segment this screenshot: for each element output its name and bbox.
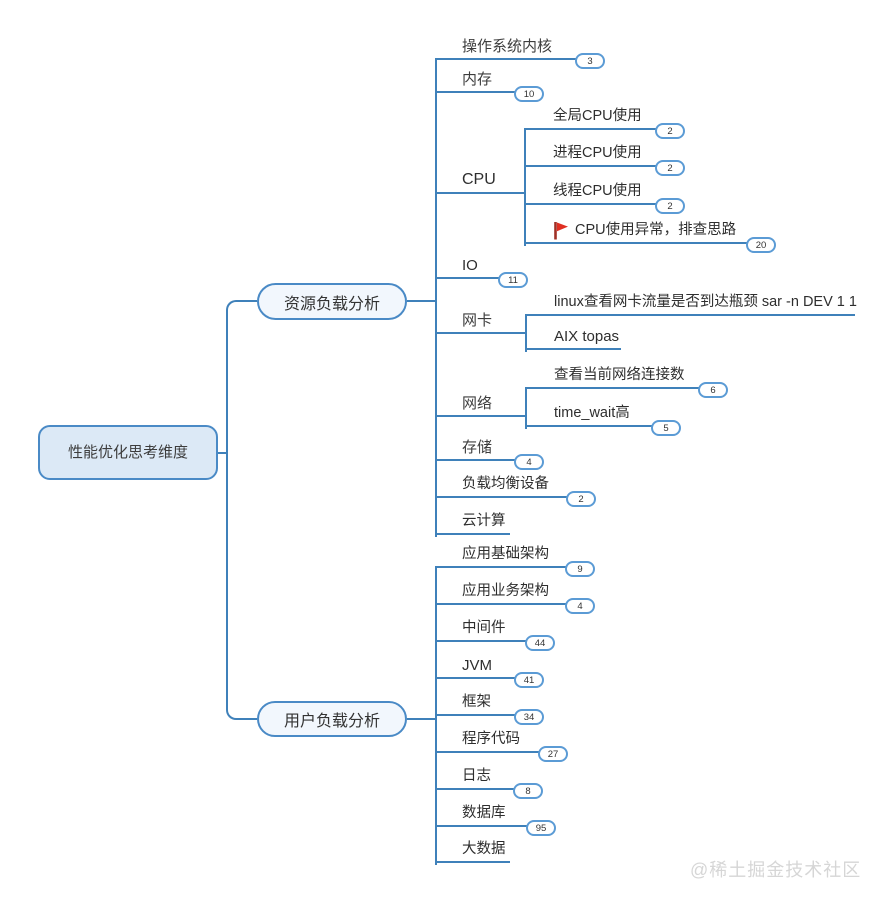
- node-network[interactable]: 网络: [435, 389, 525, 417]
- connector-branch1: [407, 300, 435, 302]
- node-label: 网卡: [462, 310, 493, 329]
- badge-count[interactable]: 41: [514, 672, 544, 688]
- badge-count[interactable]: 2: [566, 491, 596, 507]
- badge-count[interactable]: 6: [698, 382, 728, 398]
- node-log[interactable]: 日志: [435, 762, 528, 790]
- node-label: 程序代码: [462, 731, 520, 748]
- node-storage[interactable]: 存储: [435, 433, 529, 461]
- badge-count[interactable]: 95: [526, 820, 556, 836]
- node-label: 应用业务架构: [462, 583, 549, 600]
- node-program-code[interactable]: 程序代码: [435, 725, 553, 753]
- node-label: AIX topas: [554, 327, 620, 345]
- node-label: IO: [462, 256, 478, 274]
- badge-count[interactable]: 20: [746, 237, 776, 253]
- node-database[interactable]: 数据库: [435, 799, 541, 827]
- badge-count[interactable]: 8: [513, 783, 543, 799]
- branch-user-load[interactable]: 用户负载分析: [257, 701, 407, 737]
- node-label: JVM: [462, 656, 492, 674]
- branch-resource-load[interactable]: 资源负载分析: [257, 283, 407, 320]
- node-cpu-abnormal[interactable]: CPU使用异常，排查思路: [524, 216, 763, 244]
- badge-count[interactable]: 34: [514, 709, 544, 725]
- node-label: 网络: [462, 393, 493, 412]
- node-label: 日志: [462, 768, 491, 785]
- watermark: @稀土掘金技术社区: [690, 860, 862, 880]
- node-label: 负载均衡设备: [462, 476, 549, 493]
- node-label: time_wait高: [554, 405, 630, 422]
- node-io[interactable]: IO: [435, 251, 513, 279]
- connector-root-stub: [218, 452, 227, 454]
- node-app-infrastructure[interactable]: 应用基础架构: [435, 540, 580, 568]
- node-load-balancer[interactable]: 负载均衡设备: [435, 470, 581, 498]
- node-label: CPU: [462, 170, 496, 188]
- trunk-nic-children: [525, 316, 527, 352]
- node-jvm[interactable]: JVM: [435, 651, 529, 679]
- node-label: 进程CPU使用: [553, 145, 642, 162]
- node-network-timewait[interactable]: time_wait高: [525, 399, 666, 427]
- node-nic[interactable]: 网卡: [435, 306, 525, 334]
- flag-icon: [554, 222, 568, 240]
- node-cpu-process-usage[interactable]: 进程CPU使用: [524, 139, 670, 167]
- node-label: 应用基础架构: [462, 546, 549, 563]
- node-label: 操作系统内核: [462, 36, 553, 55]
- node-label: 内存: [462, 69, 493, 88]
- node-memory[interactable]: 内存: [435, 65, 529, 93]
- node-label: 中间件: [462, 620, 506, 637]
- node-nic-linux-sar[interactable]: linux查看网卡流量是否到达瓶颈 sar -n DEV 1 1: [525, 288, 857, 316]
- badge-count[interactable]: 44: [525, 635, 555, 651]
- badge-count[interactable]: 2: [655, 160, 685, 176]
- node-label: CPU使用异常，排查思路: [575, 222, 737, 239]
- node-cpu-global-usage[interactable]: 全局CPU使用: [524, 102, 670, 130]
- node-label: 云计算: [462, 513, 506, 530]
- node-middleware[interactable]: 中间件: [435, 614, 540, 642]
- node-label: 大数据: [462, 841, 506, 858]
- badge-count[interactable]: 9: [565, 561, 595, 577]
- node-framework[interactable]: 框架: [435, 688, 529, 716]
- node-cpu-thread-usage[interactable]: 线程CPU使用: [524, 177, 670, 205]
- node-cpu[interactable]: CPU: [435, 166, 524, 194]
- connector-root-to-branch1: [226, 300, 257, 453]
- node-app-business-arch[interactable]: 应用业务架构: [435, 577, 580, 605]
- trunk-network-children: [525, 389, 527, 429]
- badge-count[interactable]: 27: [538, 746, 568, 762]
- badge-count[interactable]: 10: [514, 86, 544, 102]
- node-label: 框架: [462, 694, 491, 711]
- root-node[interactable]: 性能优化思考维度: [38, 425, 218, 480]
- badge-count[interactable]: 4: [565, 598, 595, 614]
- root-label: 性能优化思考维度: [67, 442, 188, 461]
- connector-root-to-branch2: [226, 452, 257, 720]
- badge-count[interactable]: 3: [575, 53, 605, 69]
- badge-count[interactable]: 4: [514, 454, 544, 470]
- node-label: 线程CPU使用: [553, 183, 642, 200]
- trunk-cpu-children: [524, 130, 526, 246]
- trunk-branch2: [435, 568, 437, 865]
- node-label: 存储: [462, 437, 493, 456]
- node-nic-aix-topas[interactable]: AIX topas: [525, 322, 621, 350]
- node-label: linux查看网卡流量是否到达瓶颈 sar -n DEV 1 1: [554, 294, 857, 311]
- branch-label: 资源负载分析: [283, 293, 380, 313]
- badge-count[interactable]: 11: [498, 272, 528, 288]
- connector-branch2: [407, 718, 435, 720]
- badge-count[interactable]: 2: [655, 123, 685, 139]
- node-label: 全局CPU使用: [553, 108, 642, 125]
- node-big-data[interactable]: 大数据: [435, 835, 510, 863]
- node-os-kernel[interactable]: 操作系统内核: [435, 32, 590, 60]
- trunk-branch1: [435, 60, 437, 537]
- node-network-connections[interactable]: 查看当前网络连接数: [525, 361, 713, 389]
- node-cloud-computing[interactable]: 云计算: [435, 507, 510, 535]
- branch-label: 用户负载分析: [283, 711, 380, 730]
- badge-count[interactable]: 2: [655, 198, 685, 214]
- badge-count[interactable]: 5: [651, 420, 681, 436]
- node-label: 数据库: [462, 805, 506, 822]
- node-label: 查看当前网络连接数: [554, 367, 685, 384]
